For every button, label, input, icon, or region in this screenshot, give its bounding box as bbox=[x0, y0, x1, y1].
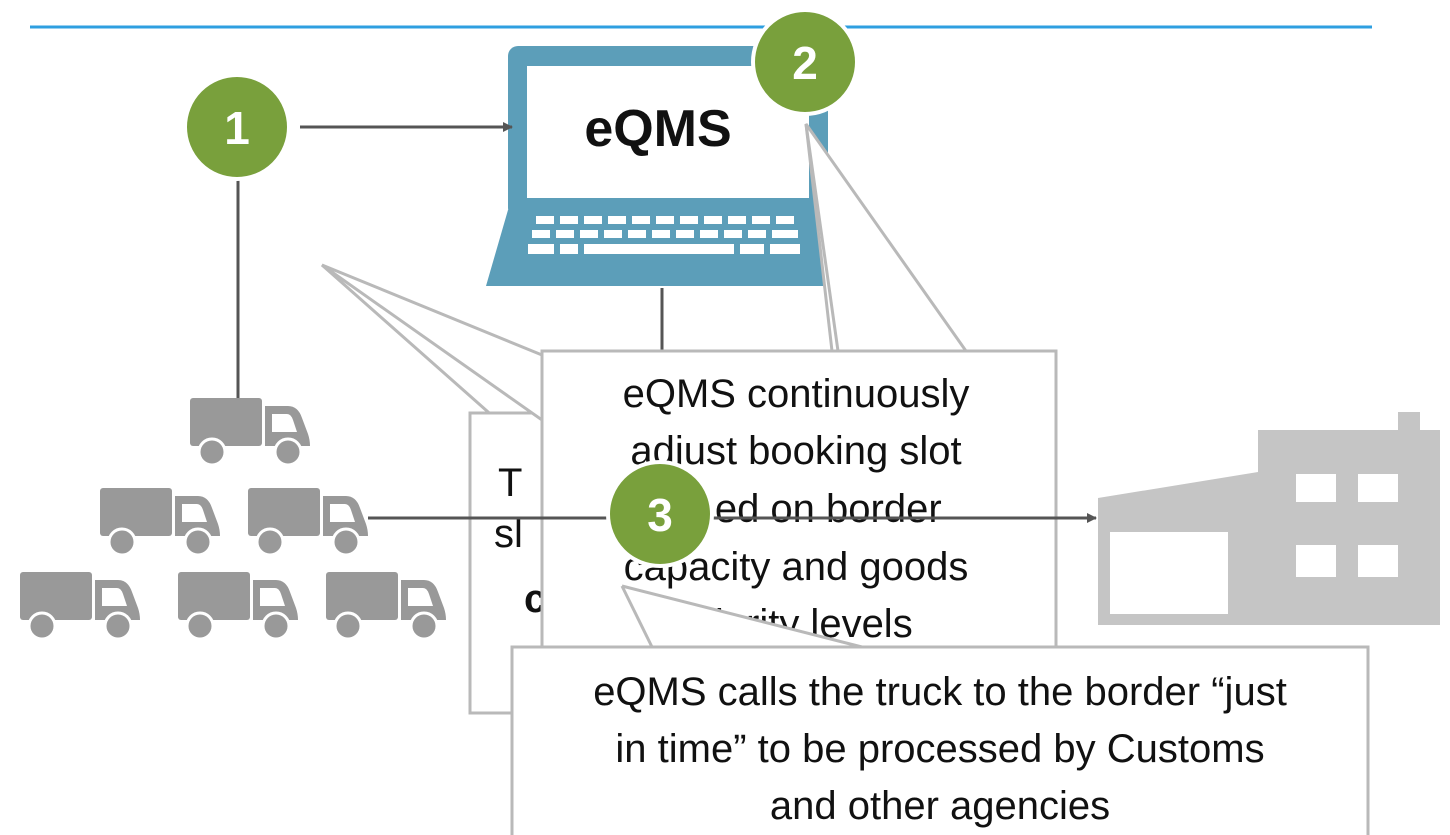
truck-icon bbox=[18, 570, 142, 641]
laptop-icon bbox=[486, 46, 848, 286]
callout-front: eQMS calls the truck to the border “just… bbox=[510, 584, 1370, 835]
callout-front-line-1: eQMS calls the truck to the border “just bbox=[593, 670, 1287, 714]
truck-icon bbox=[188, 396, 312, 467]
step-badge-1-number: 1 bbox=[224, 102, 250, 154]
truck-icon bbox=[324, 570, 448, 641]
truck-icon bbox=[176, 570, 300, 641]
truck-icon bbox=[246, 486, 370, 557]
step-badge-2: 2 bbox=[751, 8, 859, 116]
step-badge-1: 1 bbox=[183, 73, 291, 181]
callout-front-line-3: and other agencies bbox=[770, 784, 1110, 828]
callout-behind-line-1: T bbox=[498, 461, 522, 505]
callout-front-line-2: in time” to be processed by Customs bbox=[615, 727, 1264, 771]
callout-middle: eQMS continuously adjust booking slot ba… bbox=[321, 123, 1058, 653]
callout-middle-line-1: eQMS continuously bbox=[623, 372, 970, 416]
callout-middle-line-2: adjust booking slot bbox=[630, 429, 961, 473]
eqms-screen-label: eQMS bbox=[584, 100, 731, 158]
step-badge-3-number: 3 bbox=[647, 489, 673, 541]
building-icon bbox=[1098, 412, 1440, 625]
step-badge-2-number: 2 bbox=[792, 37, 818, 89]
step-badge-3: 3 bbox=[606, 460, 714, 568]
truck-icon bbox=[98, 486, 222, 557]
